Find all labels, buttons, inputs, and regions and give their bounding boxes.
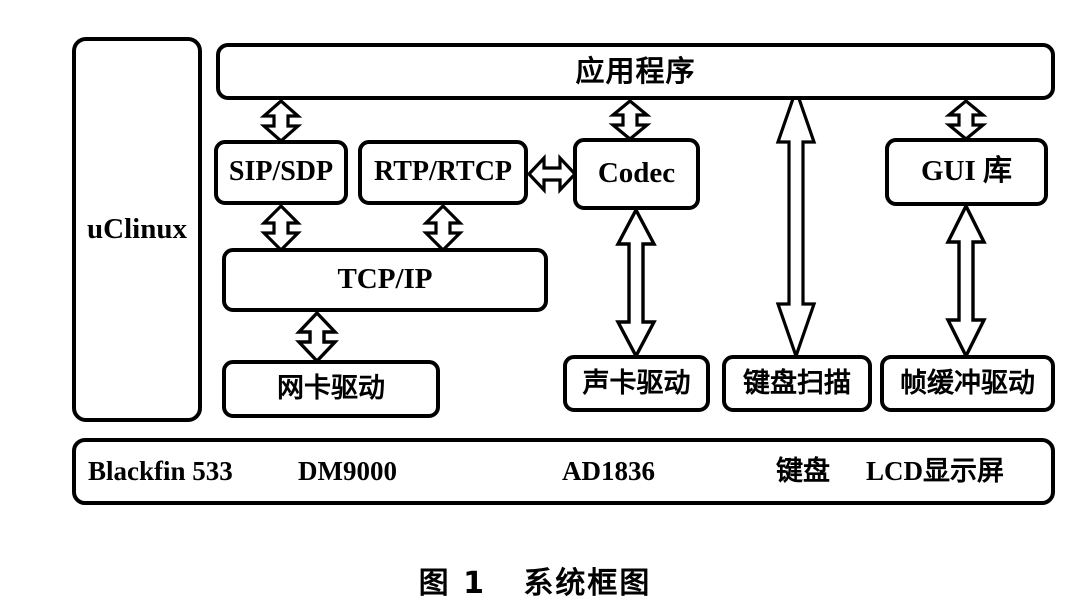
block-nic-driver: 网卡驱动 [222,360,440,418]
block-uclinux: uClinux [72,37,202,422]
arrow-codec-to-sound-driver [611,206,661,360]
block-rtp-rtcp: RTP/RTCP [358,140,528,205]
block-application: 应用程序 [216,43,1055,100]
hardware-item-ad1836: AD1836 [562,455,655,486]
block-gui-lib: GUI 库 [885,138,1048,206]
block-keyboard-scan-label: 键盘扫描 [743,367,851,399]
hardware-item-lcd-cn: 显示屏 [923,455,1005,487]
arrow-rtp-rtcp-to-codec [526,150,578,198]
arrow-rtp-rtcp-to-tcp-ip [420,203,466,253]
block-sound-driver-label: 声卡驱动 [582,367,691,399]
arrow-application-to-codec [607,98,653,142]
block-keyboard-scan: 键盘扫描 [722,355,872,412]
figure-caption: 图 1 系统框图 [418,566,652,601]
block-gui-lib-label: GUI 库 [920,155,1013,188]
block-application-label: 应用程序 [575,53,696,88]
block-codec: Codec [573,138,700,210]
arrow-gui-lib-to-framebuffer-driver [941,202,991,360]
block-rtp-rtcp-label: RTP/RTCP [373,156,513,188]
hardware-item-lcd-en: LCD [866,455,924,486]
arrow-sip-sdp-to-tcp-ip [258,203,304,253]
arrow-tcp-ip-to-nic-driver [293,310,341,364]
block-tcp-ip-label: TCP/IP [337,263,433,296]
block-uclinux-label: uClinux [87,212,187,245]
block-nic-driver-label: 网卡驱动 [277,373,385,405]
arrow-application-to-gui-lib [943,98,989,142]
block-sip-sdp: SIP/SDP [214,140,348,205]
arrow-application-to-sip-sdp [258,98,304,144]
block-tcp-ip: TCP/IP [222,248,548,312]
block-sound-driver: 声卡驱动 [563,355,710,412]
arrow-application-to-keyboard-scan [772,85,820,361]
hardware-bar: Blackfin 533 DM9000 AD1836 键盘 LCD显示屏 [72,438,1055,505]
block-framebuffer-driver-label: 帧缓冲驱动 [900,367,1035,399]
block-framebuffer-driver: 帧缓冲驱动 [880,355,1055,412]
hardware-item-dm9000: DM9000 [298,455,397,486]
hardware-item-blackfin-533: Blackfin 533 [88,455,233,486]
block-sip-sdp-label: SIP/SDP [228,156,334,188]
hardware-item-lcd-display: LCD显示屏 [866,455,1005,487]
hardware-item-keyboard: 键盘 [776,455,830,487]
block-codec-label: Codec [597,157,676,190]
